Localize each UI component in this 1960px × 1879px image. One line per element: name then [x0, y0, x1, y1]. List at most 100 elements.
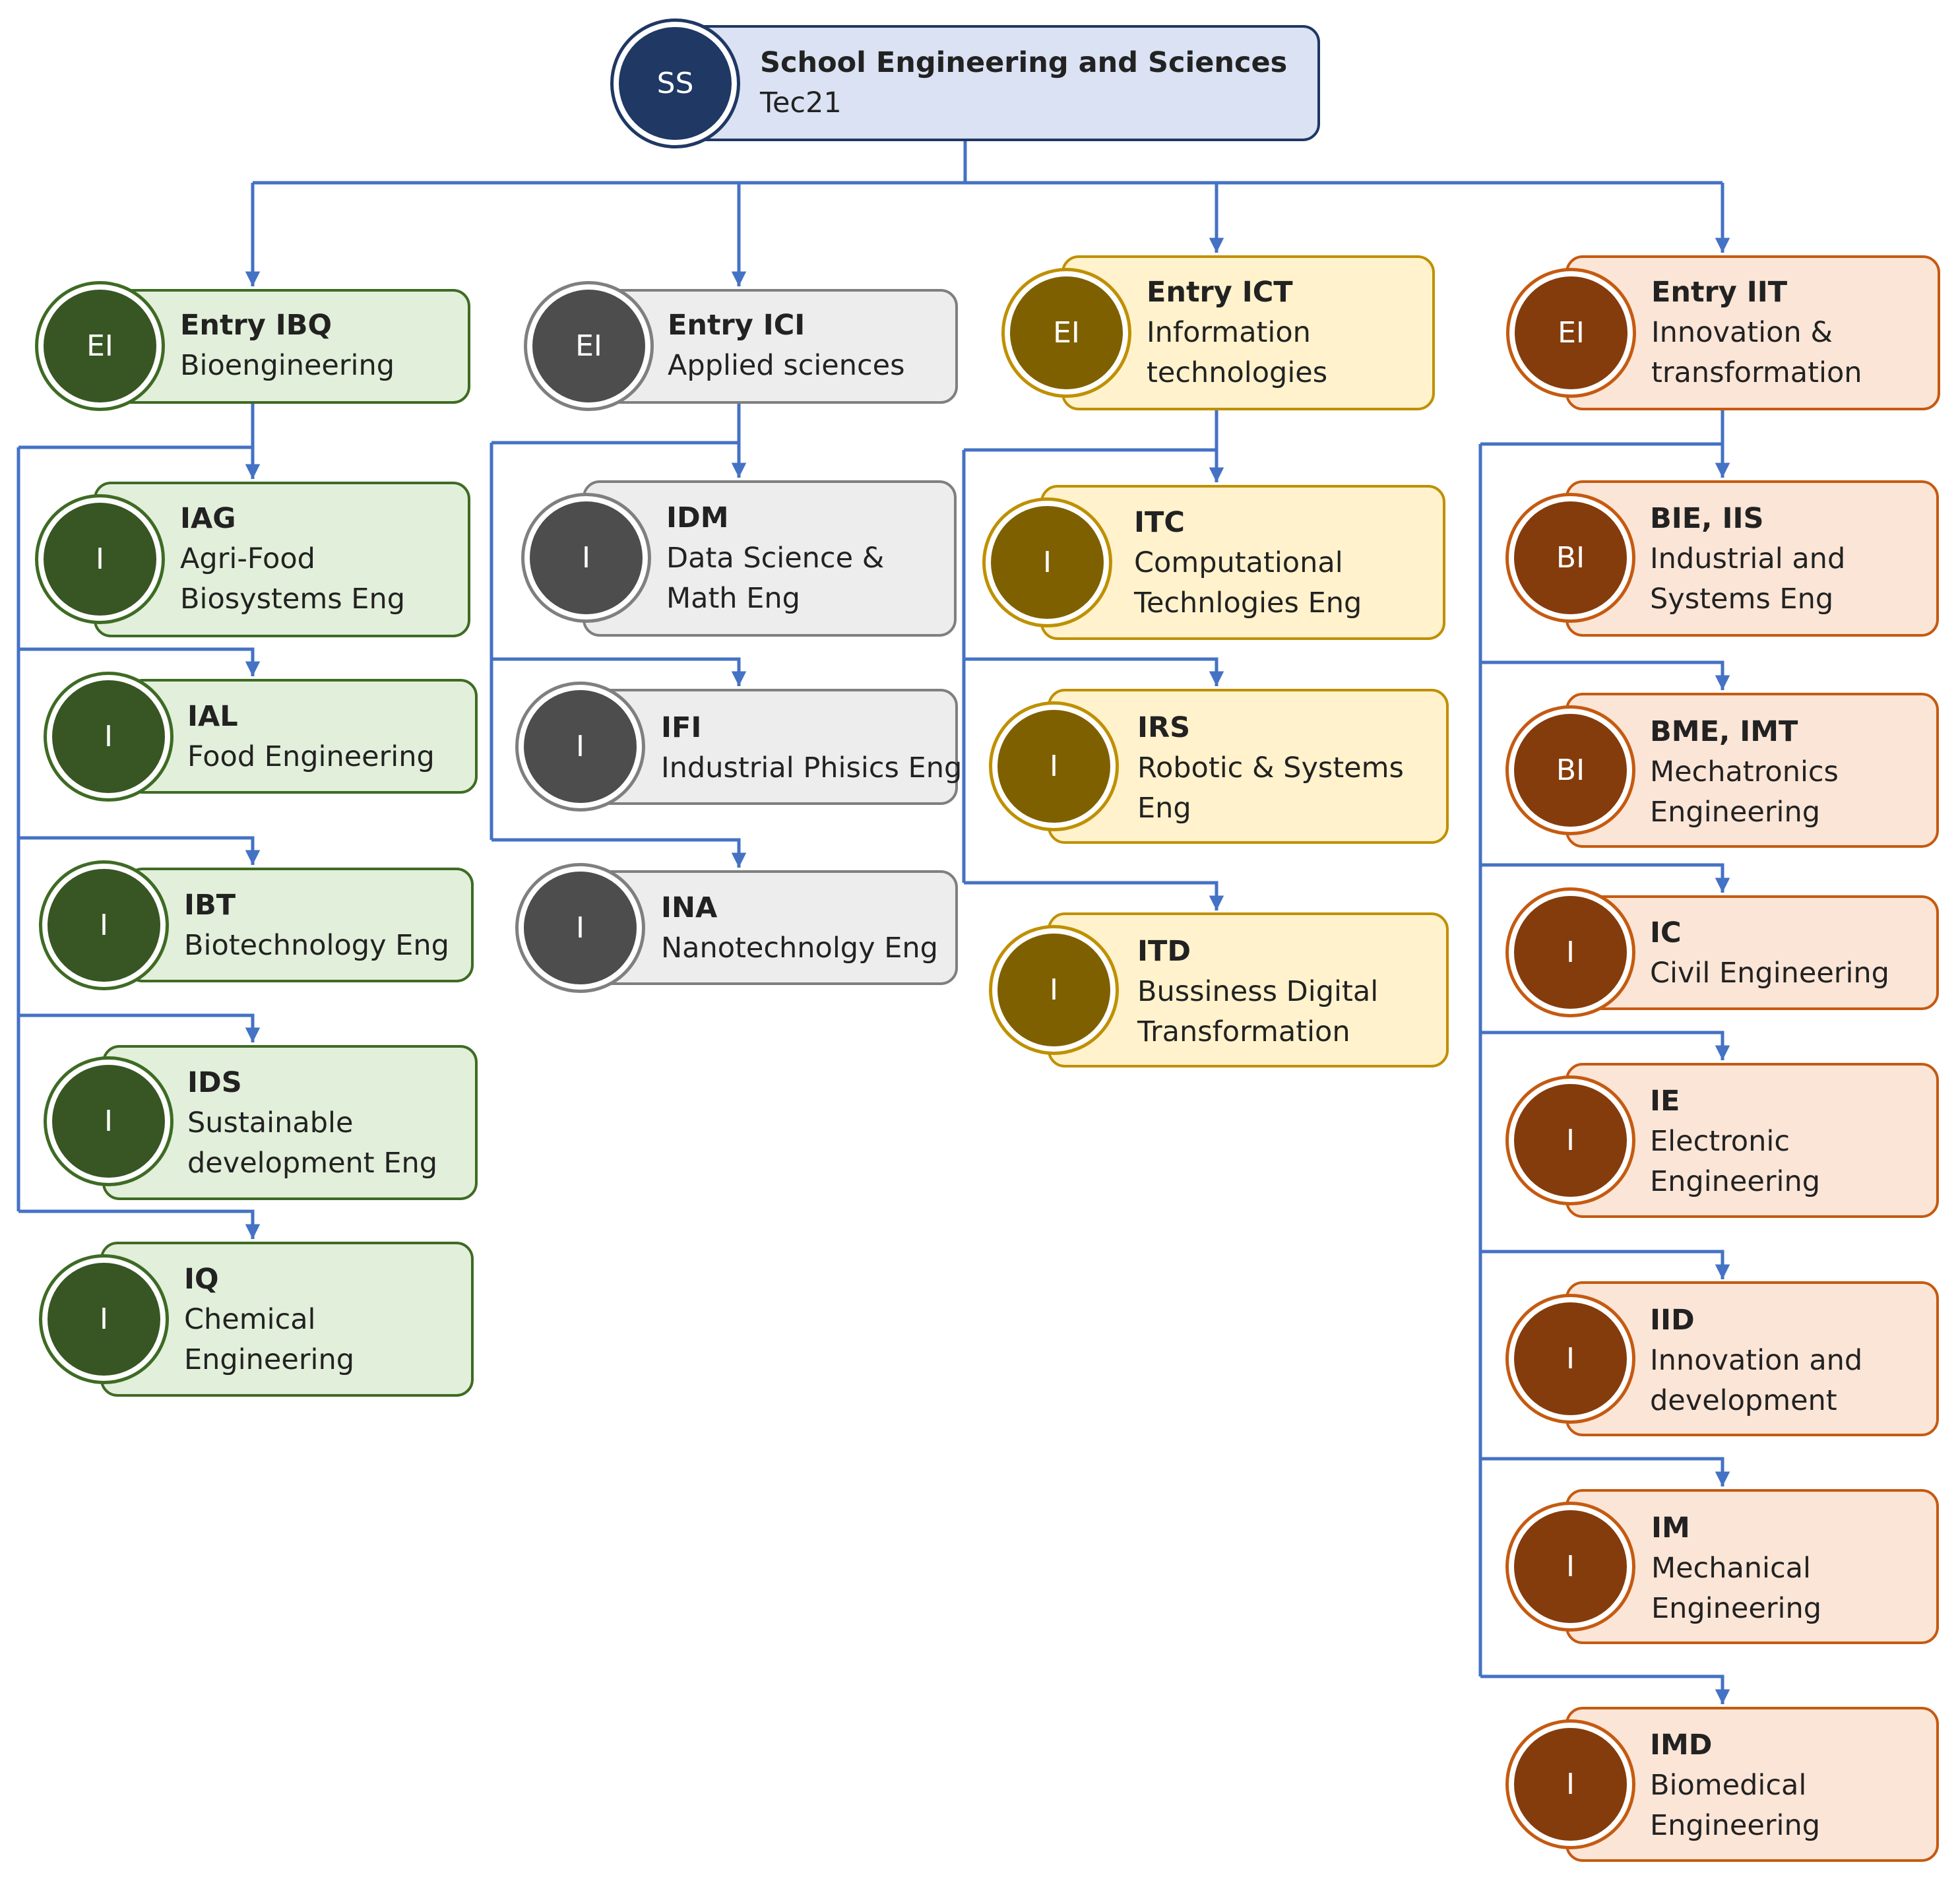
trunk-to-program-connector	[1480, 1250, 1730, 1279]
program-node-code: ITC	[1134, 506, 1185, 539]
program-node-code: INA	[661, 891, 718, 924]
program-node-description-line: Technlogies Eng	[1134, 587, 1362, 620]
entry-node-badge-label: EI	[532, 290, 645, 402]
trunk-to-program-connector	[1480, 660, 1730, 690]
program-node-description-line: Innovation and	[1650, 1344, 1863, 1377]
program-node-code: IBT	[184, 889, 236, 922]
program-node-description-line: Engineering	[1651, 1592, 1821, 1625]
entry-node-badge-label: EI	[1515, 276, 1628, 389]
program-node-description-line: Eng	[1137, 792, 1191, 825]
program-node-description-line: Civil Engineering	[1650, 957, 1889, 990]
entry-node-badge-label: EI	[1010, 276, 1123, 389]
entry-node-code: Entry ICI	[668, 309, 806, 342]
entry-node-description-line: transformation	[1651, 356, 1862, 389]
program-node-badge-circle: I	[982, 497, 1112, 627]
program-node-badge-circle: I	[521, 493, 651, 623]
program-node-text: INA Nanotechnolgy Eng	[661, 888, 938, 969]
program-node-badge-label: I	[52, 1065, 165, 1178]
program-node-description-line: Sustainable	[187, 1106, 354, 1139]
program-node-badge-label: I	[1514, 1084, 1627, 1197]
trunk-to-program-connector	[18, 1013, 261, 1042]
program-node-badge-circle: I	[515, 682, 645, 812]
program-node-badge-circle: I	[1505, 887, 1635, 1017]
program-node-description-line: Biosystems Eng	[180, 583, 405, 616]
program-node-badge-label: I	[1514, 1728, 1627, 1841]
entry-node-badge-circle: EI	[524, 281, 654, 411]
program-node-description-line: Systems Eng	[1650, 583, 1834, 616]
program-node-text: IC Civil Engineering	[1650, 913, 1889, 994]
entry-node-description-line: Applied sciences	[668, 349, 905, 382]
trunk-to-program-connector	[1480, 863, 1730, 893]
program-node-text: IBT Biotechnology Eng	[184, 885, 449, 966]
entry-node-code: Entry IBQ	[180, 309, 332, 342]
program-node-description-line: Agri-Food	[180, 542, 315, 575]
program-node-badge-label: BI	[1514, 501, 1627, 614]
program-node-card	[100, 1242, 474, 1397]
trunk-to-program-connector	[18, 647, 261, 676]
entry-node-badge-circle: EI	[1506, 268, 1636, 398]
program-node-badge-circle: I	[1505, 1719, 1635, 1849]
program-node-description-line: Industrial Phisics Eng	[661, 751, 963, 784]
program-node-code: BME, IMT	[1650, 715, 1798, 748]
program-node-badge-circle: I	[515, 863, 645, 993]
program-node-badge-label: I	[524, 872, 637, 984]
trunk-to-program-connector	[491, 657, 747, 686]
program-node-description-line: Robotic & Systems	[1137, 751, 1404, 784]
program-node-card	[583, 480, 957, 637]
program-node-badge-label: I	[1514, 896, 1627, 1009]
program-node-description-line: Mechanical	[1651, 1552, 1811, 1585]
entry-node-badge-label: EI	[44, 290, 156, 402]
entry-node-description-line: Innovation &	[1651, 316, 1833, 349]
program-node-code: IM	[1651, 1512, 1690, 1545]
trunk-to-program-connector	[1480, 1457, 1730, 1486]
program-node-description-line: Nanotechnolgy Eng	[661, 932, 938, 965]
program-node-code: BIE, IIS	[1650, 502, 1764, 535]
program-node-badge-circle: I	[44, 672, 174, 802]
entry-node-badge-circle: EI	[1001, 268, 1131, 398]
program-node-code: IAG	[180, 502, 236, 535]
program-node-badge-label: I	[1514, 1510, 1627, 1623]
root-node-description-line: Tec21	[760, 86, 842, 119]
program-node-description-line: development Eng	[187, 1147, 438, 1180]
program-node-code: IQ	[184, 1263, 219, 1296]
program-node-badge-label: I	[997, 710, 1110, 823]
entry-node-description-line: Bioengineering	[180, 349, 395, 382]
program-node-description-line: Biotechnology Eng	[184, 929, 449, 962]
program-node-card	[125, 679, 478, 794]
program-node-badge-circle: I	[1505, 1075, 1635, 1205]
program-node-code: IFI	[661, 711, 702, 744]
program-node-badge-circle: I	[44, 1056, 174, 1186]
program-node-description-line: Chemical	[184, 1303, 316, 1336]
root-node-badge-circle: SS	[610, 18, 740, 148]
program-node-badge-label: I	[47, 869, 160, 982]
entry-node-description-line: technologies	[1147, 356, 1328, 389]
program-node-badge-circle: I	[989, 701, 1119, 831]
entry-node-code: Entry IIT	[1651, 276, 1788, 309]
program-node-description-line: Food Engineering	[187, 740, 435, 773]
program-node-description-line: development	[1650, 1384, 1837, 1417]
program-node-badge-circle: I	[1505, 1294, 1635, 1424]
program-node-description-line: Engineering	[1650, 796, 1820, 829]
program-node-description-line: Data Science &	[666, 542, 885, 575]
trunk-to-program-connector	[18, 1209, 261, 1239]
program-node-code: IC	[1650, 916, 1682, 949]
program-node-badge-circle: BI	[1505, 705, 1635, 835]
entry-node-code: Entry ICT	[1147, 276, 1293, 309]
entry-node-card	[94, 289, 470, 404]
program-node-code: IMD	[1650, 1729, 1713, 1762]
trunk-to-program-connector	[18, 836, 261, 865]
program-node-badge-circle: I	[989, 925, 1119, 1055]
trunk-to-program-connector	[491, 838, 747, 868]
program-node-badge-label: I	[44, 503, 156, 616]
program-node-badge-label: I	[1514, 1302, 1627, 1415]
